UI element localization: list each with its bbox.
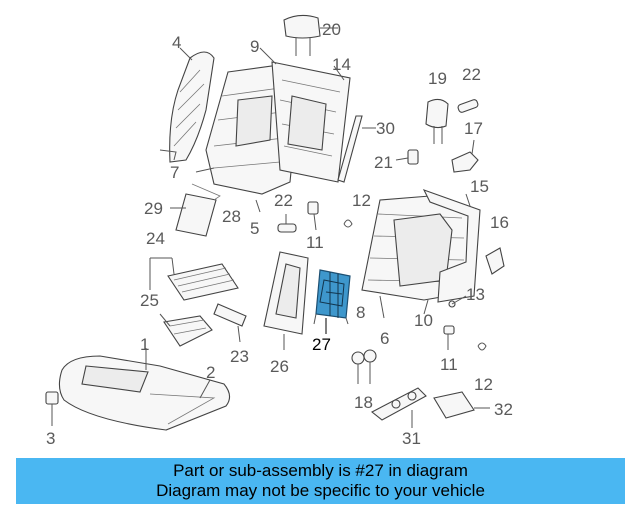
callout-19: 19 [428, 69, 447, 88]
callout-13: 13 [466, 285, 485, 304]
callout-23: 23 [230, 347, 249, 366]
callout-29: 29 [144, 199, 163, 218]
callout-11b: 11 [440, 355, 458, 374]
part-31-bracket [370, 387, 427, 428]
part-13-bolt [448, 295, 467, 308]
callout-8: 8 [356, 303, 365, 322]
part-15-seatback-right [361, 189, 481, 319]
part-2-cover [199, 379, 211, 399]
parts-diagram: 20 4 9 14 19 22 30 17 21 7 15 22 12 29 2… [45, 14, 513, 448]
part-20-headrest [283, 14, 338, 56]
callout-24: 24 [146, 229, 165, 248]
callout-31: 31 [402, 429, 421, 448]
callout-18: 18 [354, 393, 373, 412]
part-32-module [433, 391, 490, 419]
callout-3: 3 [46, 429, 55, 448]
callout-2: 2 [206, 363, 215, 382]
part-25-foam [159, 313, 213, 347]
part-27-frame-highlighted[interactable] [313, 269, 351, 334]
part-1-cushion [58, 348, 231, 431]
callout-27: 27 [312, 335, 331, 354]
part-12-clip [343, 219, 353, 228]
part-26-frame [263, 251, 309, 350]
part-12-bolt [477, 342, 487, 351]
callout-4: 4 [172, 33, 181, 52]
part-3-clip [45, 391, 59, 426]
callout-9: 9 [250, 37, 259, 56]
banner-line-2: Diagram may not be specific to your vehi… [156, 481, 485, 500]
callout-17: 17 [464, 119, 483, 138]
part-11-bolt [443, 325, 455, 350]
part-29-panel [170, 183, 221, 237]
part-19-headrest [425, 98, 449, 144]
part-23-strip [213, 303, 247, 343]
part-24-block [149, 257, 239, 301]
part-30-rod [337, 115, 376, 183]
callout-15: 15 [470, 177, 489, 196]
part-21-guide [395, 149, 419, 165]
callout-21: 21 [374, 153, 393, 172]
part-17-bracket [451, 139, 479, 173]
callout-6: 6 [380, 329, 389, 348]
part-22-pin-top [457, 99, 479, 113]
part-11-clip [307, 201, 319, 231]
callout-1: 1 [140, 335, 149, 354]
part-9-14-frame [259, 47, 351, 183]
callout-11a: 11 [306, 233, 324, 252]
callout-12a: 12 [352, 191, 371, 210]
callout-22a: 22 [462, 65, 481, 84]
callout-32: 32 [494, 400, 513, 419]
callout-30: 30 [376, 119, 395, 138]
part-4-bolster [159, 47, 215, 163]
part-16-bracket [485, 247, 505, 275]
callout-22b: 22 [274, 191, 293, 210]
part-info-banner: Part or sub-assembly is #27 in diagram D… [16, 458, 625, 504]
callout-28: 28 [222, 207, 241, 226]
callout-12b: 12 [474, 375, 493, 394]
callout-20: 20 [322, 20, 341, 39]
callout-14: 14 [332, 55, 351, 74]
part-18-fasteners [351, 349, 377, 384]
callout-26: 26 [270, 357, 289, 376]
callout-10: 10 [414, 311, 433, 330]
callout-16: 16 [490, 213, 509, 232]
banner-line-1: Part or sub-assembly is #27 in diagram [173, 461, 468, 480]
callout-7: 7 [170, 163, 179, 182]
callout-5: 5 [250, 219, 259, 238]
part-22-fastener [277, 214, 297, 233]
callout-25: 25 [140, 291, 159, 310]
